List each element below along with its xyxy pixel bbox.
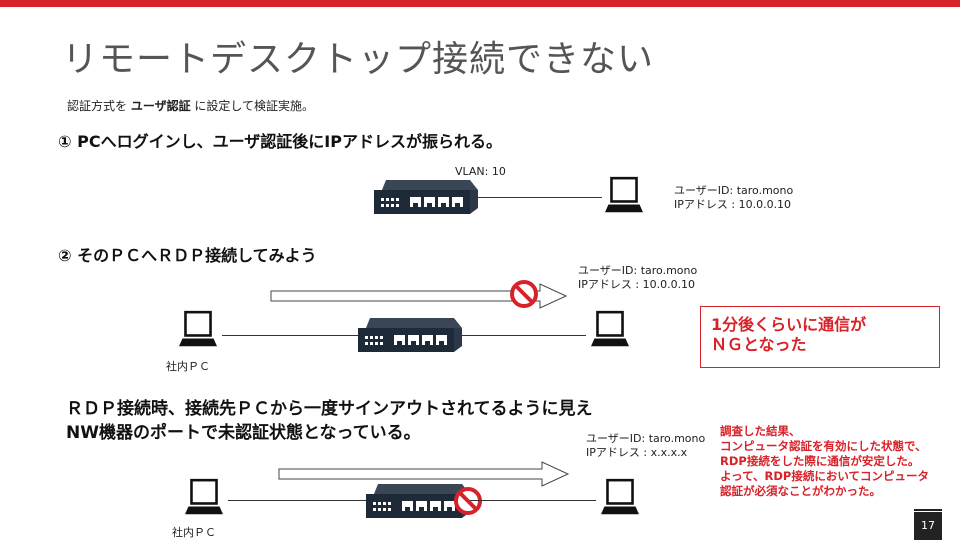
- step3-user-id: ユーザーID: taro.mono: [586, 432, 706, 445]
- target-laptop-icon: [591, 310, 629, 347]
- step2-user-id: ユーザーID: taro.mono: [578, 264, 698, 277]
- step2-cable-right: [462, 335, 586, 336]
- step1-ip-address: IPアドレス : 10.0.0.10: [674, 198, 792, 211]
- top-accent-bar: [0, 0, 960, 7]
- result-line: よって、RDP接続においてコンピュータ: [720, 469, 929, 483]
- step1-vlan-label: VLAN: 10: [455, 165, 506, 178]
- client-laptop-icon: [179, 310, 217, 347]
- step2-ip-address: IPアドレス : 10.0.0.10: [578, 278, 696, 291]
- callout-line: 1分後くらいに通信が: [711, 315, 867, 334]
- result-line: RDP接続をした際に通信が安定した。: [720, 454, 920, 468]
- note-suffix: に設定して検証実施。: [190, 99, 315, 113]
- network-switch-icon: [358, 318, 462, 352]
- prohibited-icon: [454, 487, 482, 515]
- step3-cable-right: [470, 500, 596, 501]
- step1-user-id: ユーザーID: taro.mono: [674, 184, 794, 197]
- laptop-icon: [605, 176, 643, 213]
- ng-callout-box: 1分後くらいに通信が ＮＧとなった: [700, 306, 940, 368]
- step1-cable: [470, 197, 602, 198]
- network-switch-icon: [374, 180, 478, 214]
- target-laptop-icon: [601, 478, 639, 515]
- step2-cable-left: [222, 335, 360, 336]
- step1-heading: ① PCへログインし、ユーザ認証後にIPアドレスが振られる。: [58, 132, 502, 151]
- step3-cable-left: [228, 500, 368, 501]
- rdp-arrow-icon: [270, 283, 568, 309]
- client-laptop-icon: [185, 478, 223, 515]
- network-switch-icon: [366, 484, 470, 518]
- note-prefix: 認証方式を: [67, 99, 131, 113]
- result-line: 認証が必須なことがわかった。: [720, 484, 881, 498]
- note-bold: ユーザ認証: [130, 99, 191, 113]
- step3-line1: ＲＤＰ接続時、接続先ＰＣから一度サインアウトされてるように見え: [66, 399, 593, 419]
- result-line: コンピュータ認証を有効にした状態で、: [720, 439, 927, 453]
- auth-note: 認証方式を ユーザ認証 に設定して検証実施。: [67, 97, 314, 114]
- result-line: 調査した結果、: [720, 424, 801, 438]
- step3-client-label: 社内ＰＣ: [172, 526, 216, 539]
- page-number: 17: [914, 509, 942, 540]
- step3-line2: NW機器のポートで未認証状態となっている。: [66, 423, 421, 443]
- step3-ip-address: IPアドレス : x.x.x.x: [586, 446, 688, 459]
- investigation-result: 調査した結果、 コンピュータ認証を有効にした状態で、 RDP接続をした際に通信が…: [720, 424, 929, 499]
- step2-client-label: 社内ＰＣ: [166, 360, 210, 373]
- callout-line: ＮＧとなった: [711, 335, 807, 354]
- rdp-arrow-icon: [278, 461, 570, 487]
- prohibited-icon: [510, 280, 538, 308]
- step2-heading: ② そのＰＣへＲＤＰ接続してみよう: [58, 246, 317, 265]
- slide-title: リモートデスクトップ接続できない: [62, 39, 655, 80]
